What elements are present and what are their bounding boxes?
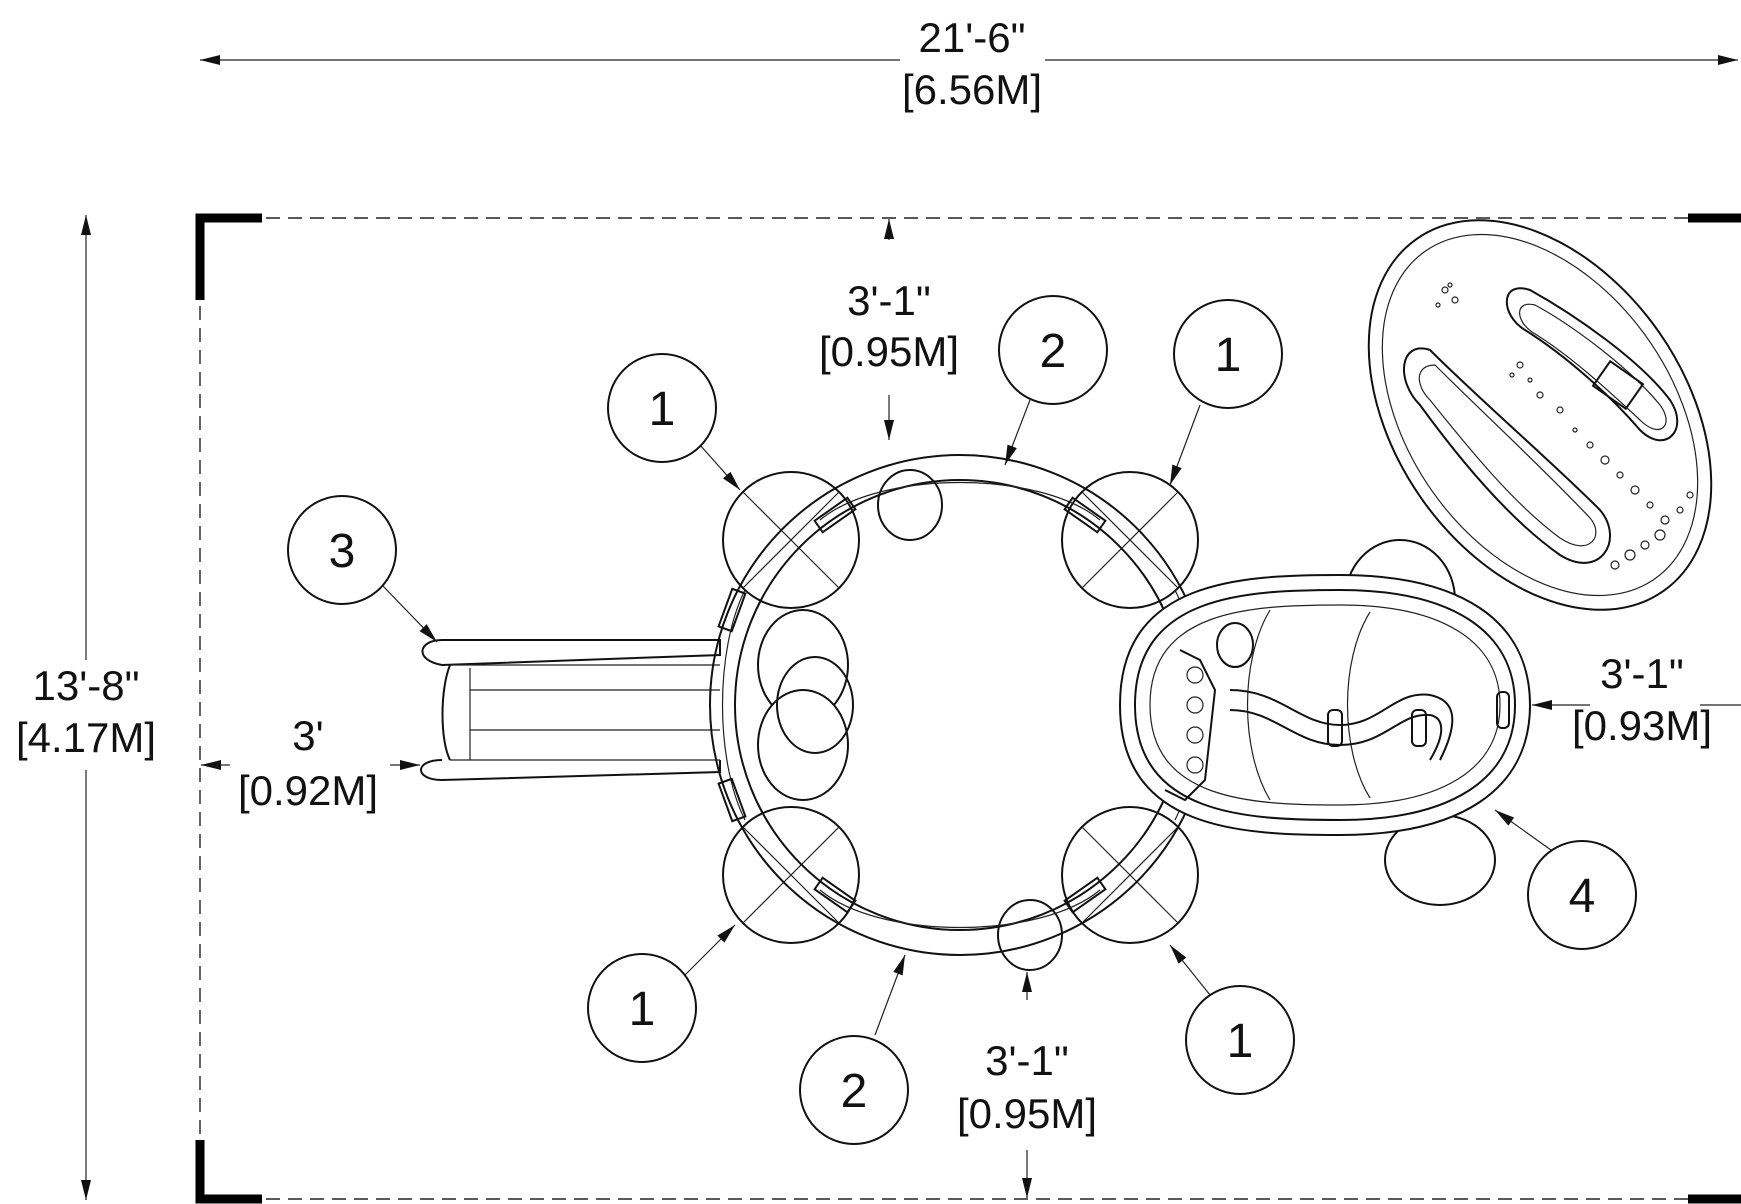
post-bottom-left [722,806,860,944]
overall-depth-dimension: 13'-8" [4.17M] [16,215,156,1200]
callout-leaders [381,399,1566,1036]
top-clearance-imperial: 3'-1" [847,277,931,324]
left-clearance-dimension: 3' [0.92M] [201,712,420,814]
bubble-panels [757,469,1063,971]
callout-label: 1 [649,383,676,436]
post-top-right [1061,471,1199,609]
bottom-clearance-metric: [0.95M] [957,1090,1097,1137]
callout-label: 2 [841,1065,868,1118]
callout-1-bottom-left: 1 [587,953,697,1063]
callout-label: 1 [1227,1015,1254,1068]
bottom-clearance-imperial: 3'-1" [985,1037,1069,1084]
crawl-tunnel [1118,539,1532,906]
callout-label: 2 [1040,325,1067,378]
right-clearance-dimension: 3'-1" [0.93M] [1532,650,1741,749]
callout-4: 4 [1527,840,1637,950]
left-clearance-imperial: 3' [292,712,323,759]
top-clearance-metric: [0.95M] [819,328,959,375]
right-clearance-metric: [0.93M] [1572,702,1712,749]
post-top-left [722,471,860,609]
callout-2-top: 2 [998,295,1108,405]
right-clearance-imperial: 3'-1" [1600,650,1684,697]
posts [722,471,1199,944]
post-bottom-right [1061,806,1199,944]
top-clearance-dimension: 3'-1" [0.95M] [819,219,959,440]
sand-texture [1435,282,1694,570]
callout-2-bottom: 2 [799,1035,909,1145]
bottom-clearance-dimension: 3'-1" [0.95M] [957,972,1097,1198]
overall-depth-metric: [4.17M] [16,714,156,761]
callout-label: 1 [629,983,656,1036]
use-zone-boundary [195,213,1741,1204]
left-clearance-metric: [0.92M] [238,767,378,814]
overall-width-dimension: 21'-6" [6.56M] [200,14,1738,113]
callout-label: 3 [329,525,356,578]
overall-width-imperial: 21'-6" [919,14,1026,61]
callout-1-top-right: 1 [1173,299,1283,409]
slide [420,639,721,782]
callout-label: 1 [1215,329,1242,382]
overall-width-metric: [6.56M] [902,66,1042,113]
sandbox-boat [1367,219,1713,611]
callout-1-bottom-right: 1 [1185,985,1295,1095]
callout-1-top-left: 1 [607,353,717,463]
callout-label: 4 [1569,870,1596,923]
callout-3: 3 [287,495,397,605]
overall-depth-imperial: 13'-8" [33,662,140,709]
